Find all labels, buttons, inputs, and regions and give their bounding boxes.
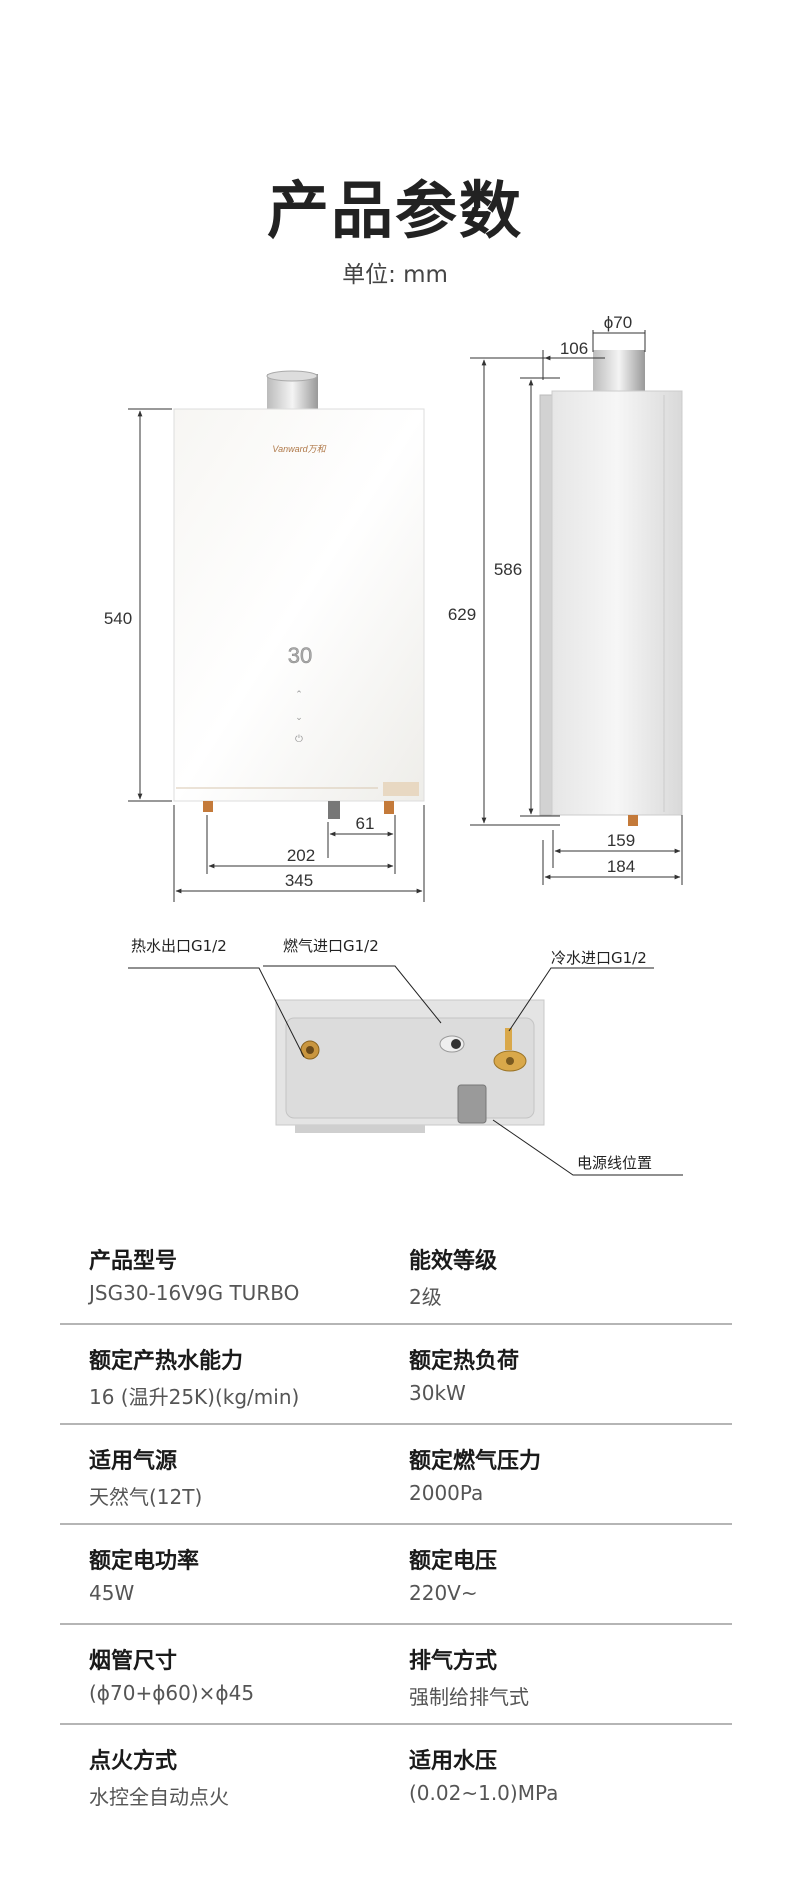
side-dimension-lines	[470, 330, 683, 885]
dim-height-540: 540	[104, 609, 132, 628]
spec-value: 30kW	[409, 1381, 466, 1405]
chevron-down-icon: ⌄	[295, 712, 303, 722]
spec-label: 额定电压	[409, 1549, 498, 1574]
side-view	[539, 350, 683, 826]
front-dimension-lines	[128, 408, 425, 902]
spec-value: JSG30-16V9G TURBO	[89, 1281, 300, 1305]
spec-value: (0.02~1.0)MPa	[409, 1781, 559, 1805]
callout-cold-water-inlet: 冷水进口G1/2	[551, 949, 647, 967]
heater-front-panel	[173, 408, 425, 802]
dim-pipe-202: 202	[287, 846, 315, 865]
divider	[60, 1523, 732, 1525]
spec-label: 产品型号	[89, 1249, 178, 1274]
display-readout: 30	[288, 643, 312, 668]
spec-value: 220V~	[409, 1581, 478, 1605]
dim-width-345: 345	[285, 871, 313, 890]
spec-label: 额定电功率	[89, 1549, 200, 1574]
spec-value: 45W	[89, 1581, 135, 1605]
spec-label: 额定热负荷	[409, 1349, 520, 1374]
front-view: Vanward万和 30 ⌃ ⌄ ⏻	[173, 370, 425, 819]
hot-water-pipe	[203, 801, 213, 812]
bottom-view	[275, 999, 545, 1133]
callout-lines	[128, 965, 683, 1176]
cold-water-pipe	[384, 801, 394, 814]
page-title: 产品参数	[266, 174, 523, 247]
spec-label: 烟管尺寸	[89, 1649, 178, 1674]
spec-value: 2级	[409, 1285, 442, 1309]
spec-value: 强制给排气式	[409, 1685, 529, 1709]
divider	[60, 1723, 732, 1725]
spec-label: 排气方式	[409, 1649, 498, 1674]
divider	[60, 1623, 732, 1625]
dim-gas-61: 61	[356, 814, 375, 833]
dim-total-depth-184: 184	[607, 857, 635, 876]
power-icon: ⏻	[295, 734, 303, 745]
gas-pipe	[328, 801, 340, 819]
callout-power-cord: 电源线位置	[577, 1154, 652, 1172]
divider	[60, 1323, 732, 1325]
power-cord-outlet	[457, 1084, 487, 1124]
spec-value: 16 (温升25K)(kg/min)	[89, 1385, 300, 1409]
callout-gas-inlet: 燃气进口G1/2	[283, 937, 379, 955]
dimension-drawings: Vanward万和 30 ⌃ ⌄ ⏻ 540 345 202 61	[104, 313, 683, 1176]
spec-value: 天然气(12T)	[89, 1485, 203, 1509]
flue-pipe-side	[593, 350, 645, 392]
chevron-up-icon: ⌃	[295, 689, 303, 699]
spec-label: 点火方式	[89, 1749, 178, 1774]
dim-total-height-629: 629	[448, 605, 476, 624]
dim-flue-diameter: ϕ70	[604, 313, 632, 332]
spec-label: 能效等级	[409, 1249, 498, 1274]
callout-hot-water-outlet: 热水出口G1/2	[131, 937, 227, 955]
heater-side-panel	[551, 390, 683, 816]
dim-body-height-586: 586	[494, 560, 522, 579]
spec-label: 额定燃气压力	[409, 1449, 542, 1474]
cold-water-inlet	[505, 1028, 512, 1050]
spec-label: 额定产热水能力	[89, 1349, 244, 1374]
brand-logo: Vanward万和	[272, 444, 326, 454]
spec-value: 水控全自动点火	[89, 1785, 229, 1809]
spec-label: 适用气源	[89, 1449, 178, 1474]
dim-flue-offset-106: 106	[560, 339, 588, 358]
spec-value: (ϕ70+ϕ60)×ϕ45	[89, 1681, 255, 1705]
spec-label: 适用水压	[409, 1749, 498, 1774]
spec-value: 2000Pa	[409, 1481, 484, 1505]
unit-label: 单位: mm	[342, 262, 448, 288]
energy-label-icon	[383, 782, 419, 796]
divider	[60, 1423, 732, 1425]
dim-depth-159: 159	[607, 831, 635, 850]
